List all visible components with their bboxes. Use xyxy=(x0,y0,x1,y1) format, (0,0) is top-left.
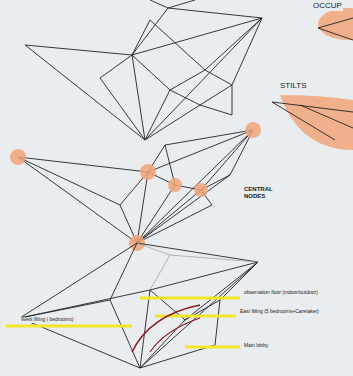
level-markers xyxy=(6,298,240,347)
annotation-label: Main lobby xyxy=(243,343,269,349)
annotation-label: West Wing ( bedrooms) xyxy=(20,317,74,323)
occupancy-region xyxy=(318,8,353,40)
annotation-label: observation floor (indoor/outdoor) xyxy=(243,290,319,296)
middle-wireframe xyxy=(18,130,253,243)
circulation-curve xyxy=(150,318,200,352)
faint-lines xyxy=(137,243,258,290)
bottom-wireframe xyxy=(20,243,258,368)
circulation-curve xyxy=(132,305,200,352)
annotation-label: STILTS xyxy=(279,82,308,91)
annotation-label: East Wing (5 bedrooms+Caretaker) xyxy=(239,309,320,315)
top-wireframe xyxy=(25,0,262,140)
annotation-label: CENTRAL NODES xyxy=(243,186,283,199)
annotation-label: OCCUP xyxy=(312,2,343,11)
side-sketch-lines xyxy=(272,18,353,140)
central-node-marks xyxy=(10,122,261,251)
stilts-region xyxy=(280,95,353,150)
